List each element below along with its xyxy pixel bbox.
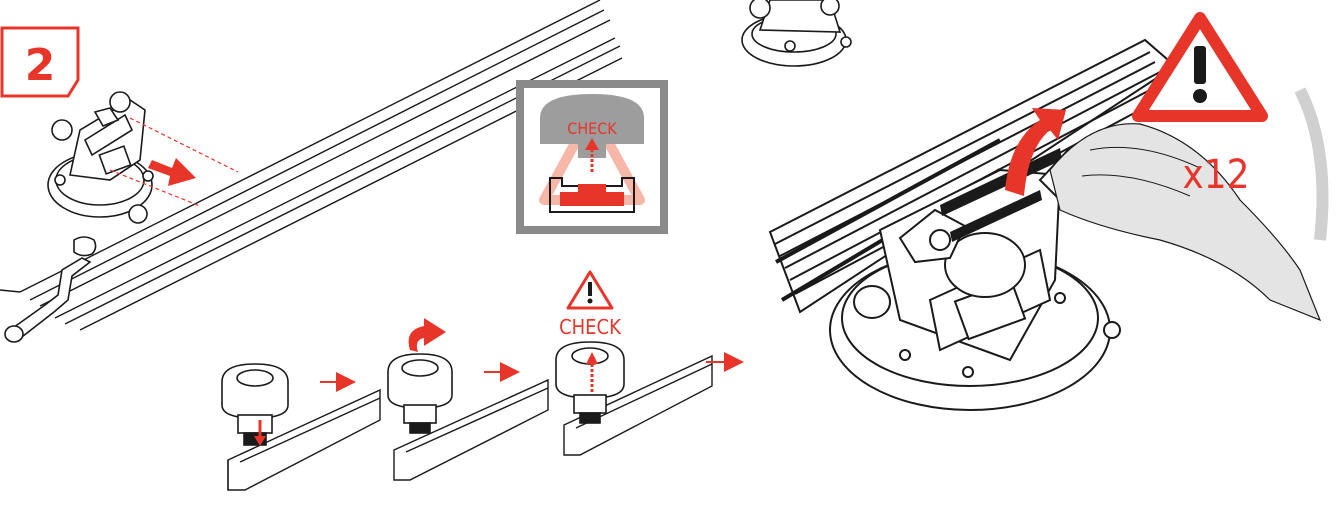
mount-frame (940, 148, 1062, 242)
step-badge: 2 (0, 26, 80, 98)
knob-check-label: CHECK (559, 315, 622, 339)
rail-segment-2 (393, 378, 549, 481)
alignment-guides (109, 117, 239, 207)
check-panel: CHECK (516, 80, 668, 234)
knob-1 (221, 363, 289, 446)
repeat-count: x12 (1182, 152, 1249, 198)
knob-2 (387, 353, 453, 434)
rail-segment-1 (227, 388, 381, 491)
knob-3 (555, 341, 625, 424)
step-number: 2 (25, 40, 56, 91)
hand-illustration (1049, 87, 1329, 322)
rotate-arrow-icon (408, 318, 446, 352)
check-panel-label: CHECK (567, 119, 617, 138)
crank-handle (4, 236, 97, 343)
big-rail (768, 38, 1177, 314)
suction-mount-left (47, 91, 154, 224)
suction-mount-top (741, 0, 852, 67)
warning-triangle-icon (1132, 12, 1268, 122)
long-rail (0, 0, 623, 331)
red-arrow-icon (148, 158, 196, 186)
rotation-arrow-icon (1005, 108, 1066, 196)
warning-small: CHECK (559, 270, 622, 339)
